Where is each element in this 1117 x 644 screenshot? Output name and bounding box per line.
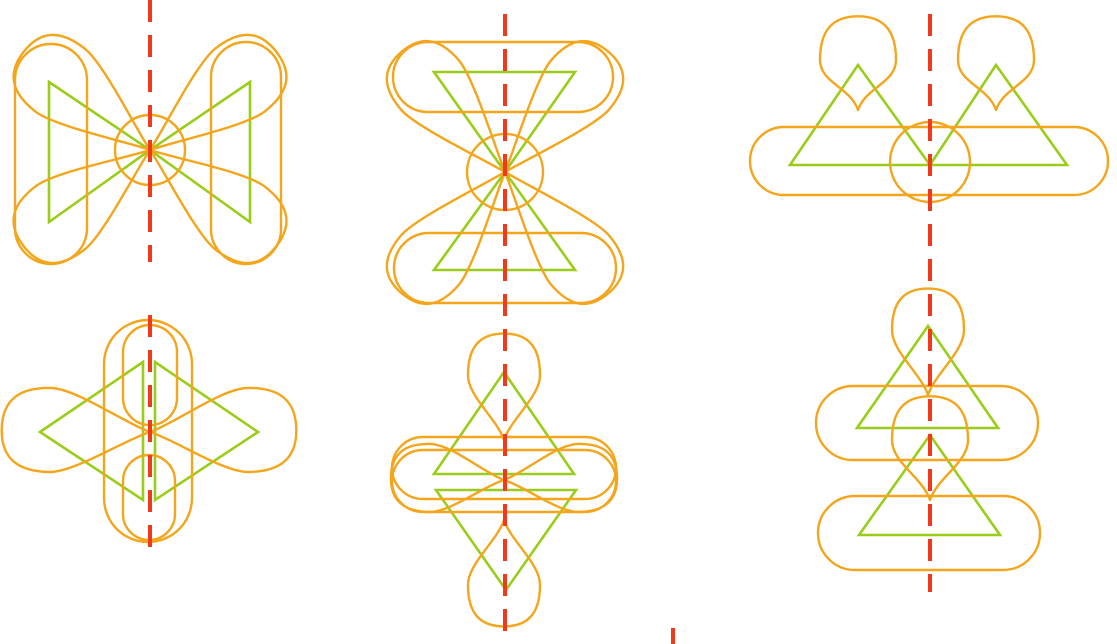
loop-top-small — [123, 325, 177, 425]
triangle-up — [434, 372, 574, 474]
loop-left — [2, 388, 150, 472]
loop-left-up — [14, 35, 150, 150]
loop-right — [150, 388, 296, 472]
loop-top-left — [387, 41, 505, 172]
loop-bottom-right — [505, 172, 623, 304]
triangle-right — [150, 82, 250, 222]
triangle-right — [930, 65, 1067, 165]
loop-right-down — [150, 150, 286, 263]
triangle-bottom — [434, 172, 575, 270]
triangle-right — [155, 362, 258, 500]
triangle-left — [49, 82, 150, 222]
loop-right-vertical — [211, 42, 281, 264]
loop-right-up — [150, 35, 286, 150]
triangle-upper — [857, 326, 998, 428]
loop-left-vertical — [15, 44, 87, 264]
loop-top-right — [505, 41, 623, 172]
triangle-left — [790, 65, 930, 165]
triangle-left — [40, 362, 143, 500]
loop-bottom-left — [387, 172, 505, 304]
